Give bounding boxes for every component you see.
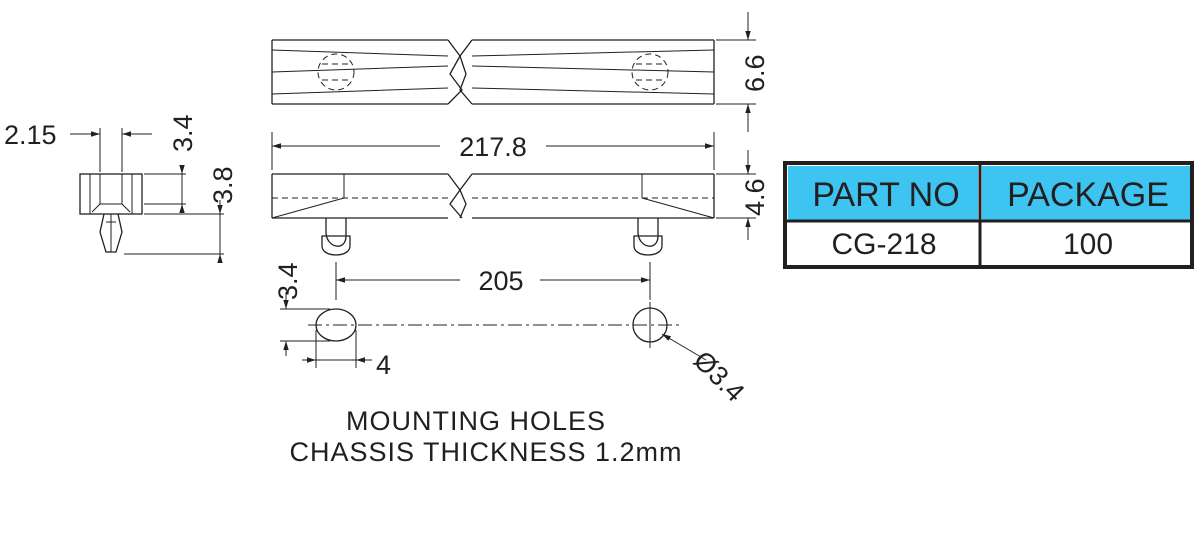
note-chassis-thickness: CHASSIS THICKNESS 1.2mm <box>289 437 682 467</box>
side-view <box>70 128 224 263</box>
mounting-holes <box>280 292 707 368</box>
front-view <box>271 150 756 256</box>
table-header-part-no: PART NO <box>812 176 959 214</box>
dim-overall-length: 217.8 <box>459 132 527 162</box>
part-table <box>783 161 1194 269</box>
dim-hole-height: 3.4 <box>273 262 303 300</box>
overall-length-dim <box>271 132 715 170</box>
table-cell-package: 100 <box>1063 228 1113 261</box>
dim-side-head-height: 3.4 <box>168 114 198 152</box>
pin-spacing-dim <box>335 262 651 300</box>
dim-hole-width: 4 <box>376 350 391 380</box>
table-cell-part-no: CG-218 <box>831 228 936 261</box>
dim-pin-spacing: 205 <box>478 266 523 296</box>
dim-front-height: 4.6 <box>740 178 770 216</box>
top-view <box>271 12 756 132</box>
dim-top-height: 6.6 <box>740 54 770 92</box>
dim-side-total-height: 3.8 <box>208 166 238 204</box>
table-header-cell <box>982 166 1190 220</box>
dim-side-pitch-width: 2.15 <box>4 120 57 150</box>
note-mounting-holes: MOUNTING HOLES <box>346 406 606 436</box>
table-header-package: PACKAGE <box>1007 176 1169 214</box>
table-header-cell <box>788 166 978 220</box>
